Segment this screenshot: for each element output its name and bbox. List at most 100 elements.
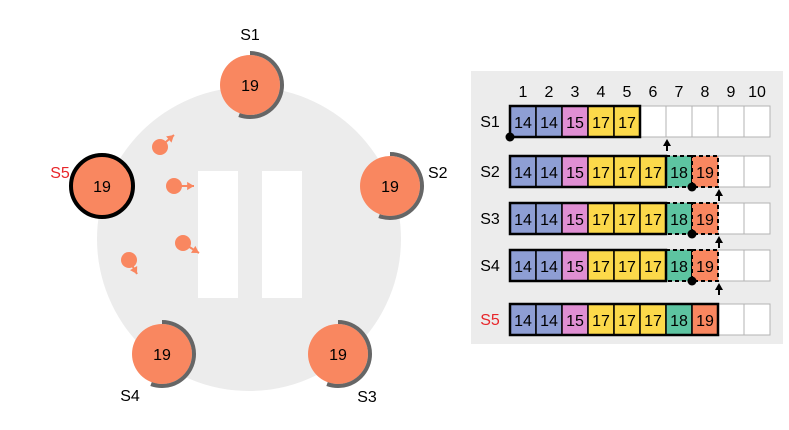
- log-entry: [613, 303, 641, 336]
- log-row-label: S4: [480, 258, 500, 275]
- log-entry-term: 17: [618, 259, 636, 276]
- log-entry-term: 15: [566, 259, 584, 276]
- server-label: S2: [428, 165, 448, 182]
- log-entry: [691, 155, 719, 188]
- election-timer-arc: [378, 152, 424, 220]
- log-entry-term: 18: [670, 165, 688, 182]
- log-index-label: 2: [545, 84, 554, 101]
- log-entry-term: 14: [540, 165, 558, 182]
- append-entries-message: [175, 235, 200, 254]
- log-entry-term: 14: [514, 165, 532, 182]
- log-committed-outline: [508, 201, 668, 236]
- log-entry-term: 15: [566, 313, 584, 330]
- log-index-label: 3: [571, 84, 580, 101]
- log-entry-term: 19: [696, 212, 714, 229]
- log-slot: [743, 155, 771, 188]
- log-entry-term: 15: [566, 212, 584, 229]
- pause-bar-left: [198, 171, 238, 298]
- match-index-marker: [687, 229, 697, 239]
- log-entry: [691, 202, 719, 235]
- match-index-marker: [687, 276, 697, 286]
- log-row-label: S2: [480, 164, 500, 181]
- log-index-label: 10: [748, 84, 766, 101]
- server-term: 19: [329, 347, 347, 364]
- log-slot: [717, 303, 745, 336]
- log-entry-term: 17: [644, 165, 662, 182]
- server-term: 19: [241, 78, 259, 95]
- log-entry-term: 18: [670, 259, 688, 276]
- server-circle: [69, 153, 135, 219]
- election-timer-arc: [238, 51, 284, 119]
- cluster-ring: [97, 87, 401, 391]
- match-index-marker: [687, 182, 697, 192]
- log-entry-term: 17: [592, 212, 610, 229]
- next-index-marker: [715, 236, 723, 248]
- log-entry-term: 14: [514, 259, 532, 276]
- log-entry-term: 18: [670, 313, 688, 330]
- log-entry-term: 14: [514, 115, 532, 132]
- log-row-label: S5: [480, 312, 500, 329]
- log-entry: [665, 249, 693, 282]
- log-slot: [717, 249, 745, 282]
- log-slot: [665, 105, 693, 138]
- next-index-marker: [715, 283, 723, 295]
- log-entry-term: 17: [644, 212, 662, 229]
- next-index-marker: [663, 139, 671, 151]
- server-term: 19: [153, 347, 171, 364]
- server-label: S3: [357, 389, 377, 406]
- log-entry-term: 19: [696, 165, 714, 182]
- log-entry-term: 19: [696, 259, 714, 276]
- log-entry-term: 17: [592, 165, 610, 182]
- log-index-label: 9: [727, 84, 736, 101]
- election-timer-arc: [150, 320, 196, 388]
- append-entries-message: [152, 134, 175, 155]
- log-slot: [717, 202, 745, 235]
- log-entry-term: 17: [644, 259, 662, 276]
- log-entry: [639, 249, 667, 282]
- log-index-label: 4: [597, 84, 606, 101]
- log-slot: [743, 303, 771, 336]
- pause-icon[interactable]: [198, 171, 302, 298]
- log-entry-term: 17: [592, 313, 610, 330]
- server-term: 19: [381, 179, 399, 196]
- log-entry-term: 19: [696, 313, 714, 330]
- log-entry: [587, 155, 615, 188]
- log-entry-term: 14: [540, 115, 558, 132]
- log-entry-term: 15: [566, 165, 584, 182]
- log-slot: [717, 155, 745, 188]
- log-slot: [743, 202, 771, 235]
- log-committed-outline: [508, 154, 668, 189]
- log-slot: [743, 105, 771, 138]
- server-label: S4: [120, 388, 140, 405]
- log-entry: [691, 249, 719, 282]
- election-timer-arc: [326, 320, 372, 388]
- log-row-label: S3: [480, 211, 500, 228]
- log-entry-term: 17: [592, 259, 610, 276]
- log-entry-term: 17: [618, 313, 636, 330]
- log-index-label: 1: [519, 84, 528, 101]
- log-entry: [587, 105, 615, 138]
- server-s2[interactable]: 19 S2: [360, 152, 448, 220]
- log-committed-outline: [508, 302, 720, 337]
- log-entry-term: 18: [670, 212, 688, 229]
- server-circle: [132, 324, 192, 384]
- log-slot: [717, 105, 745, 138]
- log-entry-term: 17: [618, 212, 636, 229]
- log-entry-term: 14: [540, 313, 558, 330]
- server-circle: [308, 324, 368, 384]
- log-entry-term: 17: [644, 313, 662, 330]
- log-index-label: 5: [623, 84, 632, 101]
- append-entries-message: [121, 252, 138, 275]
- server-label: S5: [50, 165, 70, 182]
